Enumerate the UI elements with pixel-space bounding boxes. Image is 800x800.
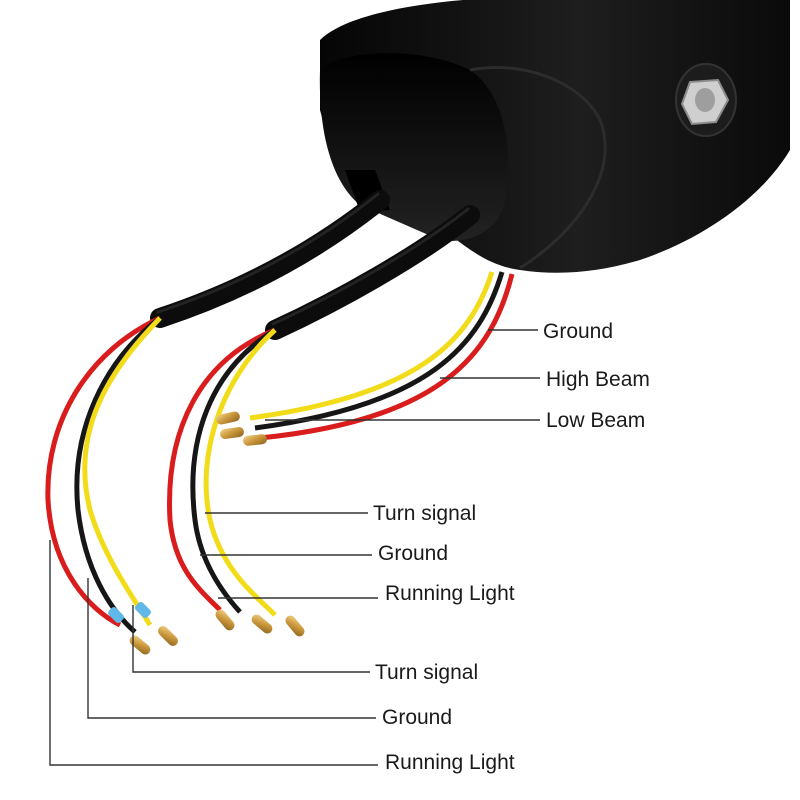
label-running-light-bottom: Running Light bbox=[385, 751, 515, 774]
bullet-connector-icon bbox=[215, 609, 305, 637]
headlamp-wires bbox=[249, 271, 515, 441]
bullet-connector-icon bbox=[216, 411, 267, 446]
label-running-light-mid: Running Light bbox=[385, 582, 515, 605]
leader-lines bbox=[49, 329, 540, 766]
label-low-beam: Low Beam bbox=[546, 409, 646, 432]
bolt-icon bbox=[675, 63, 737, 137]
label-ground-bottom: Ground bbox=[382, 706, 453, 729]
headlight-housing-icon bbox=[319, 0, 790, 273]
label-turn-signal-mid: Turn signal bbox=[373, 502, 477, 525]
label-ground-top: Ground bbox=[543, 320, 614, 343]
label-high-beam: High Beam bbox=[546, 368, 650, 391]
label-ground-mid: Ground bbox=[378, 542, 449, 565]
label-turn-signal-bottom: Turn signal bbox=[375, 661, 479, 684]
mid-wires bbox=[167, 327, 277, 617]
cable-sheaths bbox=[150, 190, 480, 340]
left-wires bbox=[45, 315, 162, 634]
bullet-connector-icon bbox=[108, 602, 178, 655]
